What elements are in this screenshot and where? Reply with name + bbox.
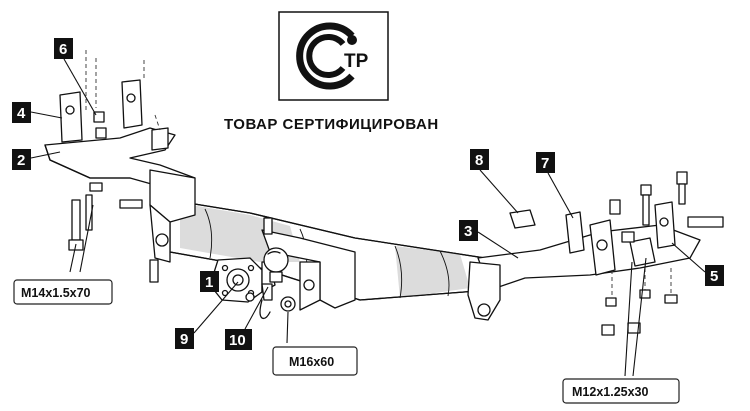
callout-1: 1 [200,271,219,292]
svg-text:3: 3 [464,223,472,240]
svg-text:9: 9 [180,331,188,348]
callout-3: 3 [459,220,519,259]
callout-4: 4 [12,102,63,123]
svg-text:7: 7 [541,155,549,172]
svg-text:4: 4 [17,105,26,122]
svg-text:1: 1 [205,274,213,291]
svg-text:M12x1.25x30: M12x1.25x30 [572,385,649,399]
svg-text:M16x60: M16x60 [289,355,334,369]
callout-6: 6 [54,38,97,116]
svg-text:M14x1.5x70: M14x1.5x70 [21,286,91,300]
svg-text:6: 6 [59,41,67,58]
certification-caption: ТОВАР СЕРТИФИЦИРОВАН [224,116,439,133]
left-bracket [44,79,196,263]
svg-text:5: 5 [710,268,718,285]
svg-text:10: 10 [229,332,246,349]
callout-10: 10 [225,286,269,350]
ball-mount [209,217,356,320]
callout-8: 8 [470,149,519,214]
svg-text:2: 2 [17,152,25,169]
right-bracket [467,201,701,321]
label-ball-bolt: M16x60 [272,311,358,376]
certification-logo: ТР [278,11,389,101]
callout-9: 9 [175,281,239,349]
callout-2: 2 [12,149,61,170]
certification-logo-letters: ТР [344,51,369,72]
label-right-bolt: M12x1.25x30 [562,257,680,404]
callout-7: 7 [536,152,574,219]
callout-5: 5 [671,242,724,286]
svg-text:8: 8 [475,152,483,169]
label-left-bolt: M14x1.5x70 [13,204,113,305]
right-bolts [601,171,724,336]
